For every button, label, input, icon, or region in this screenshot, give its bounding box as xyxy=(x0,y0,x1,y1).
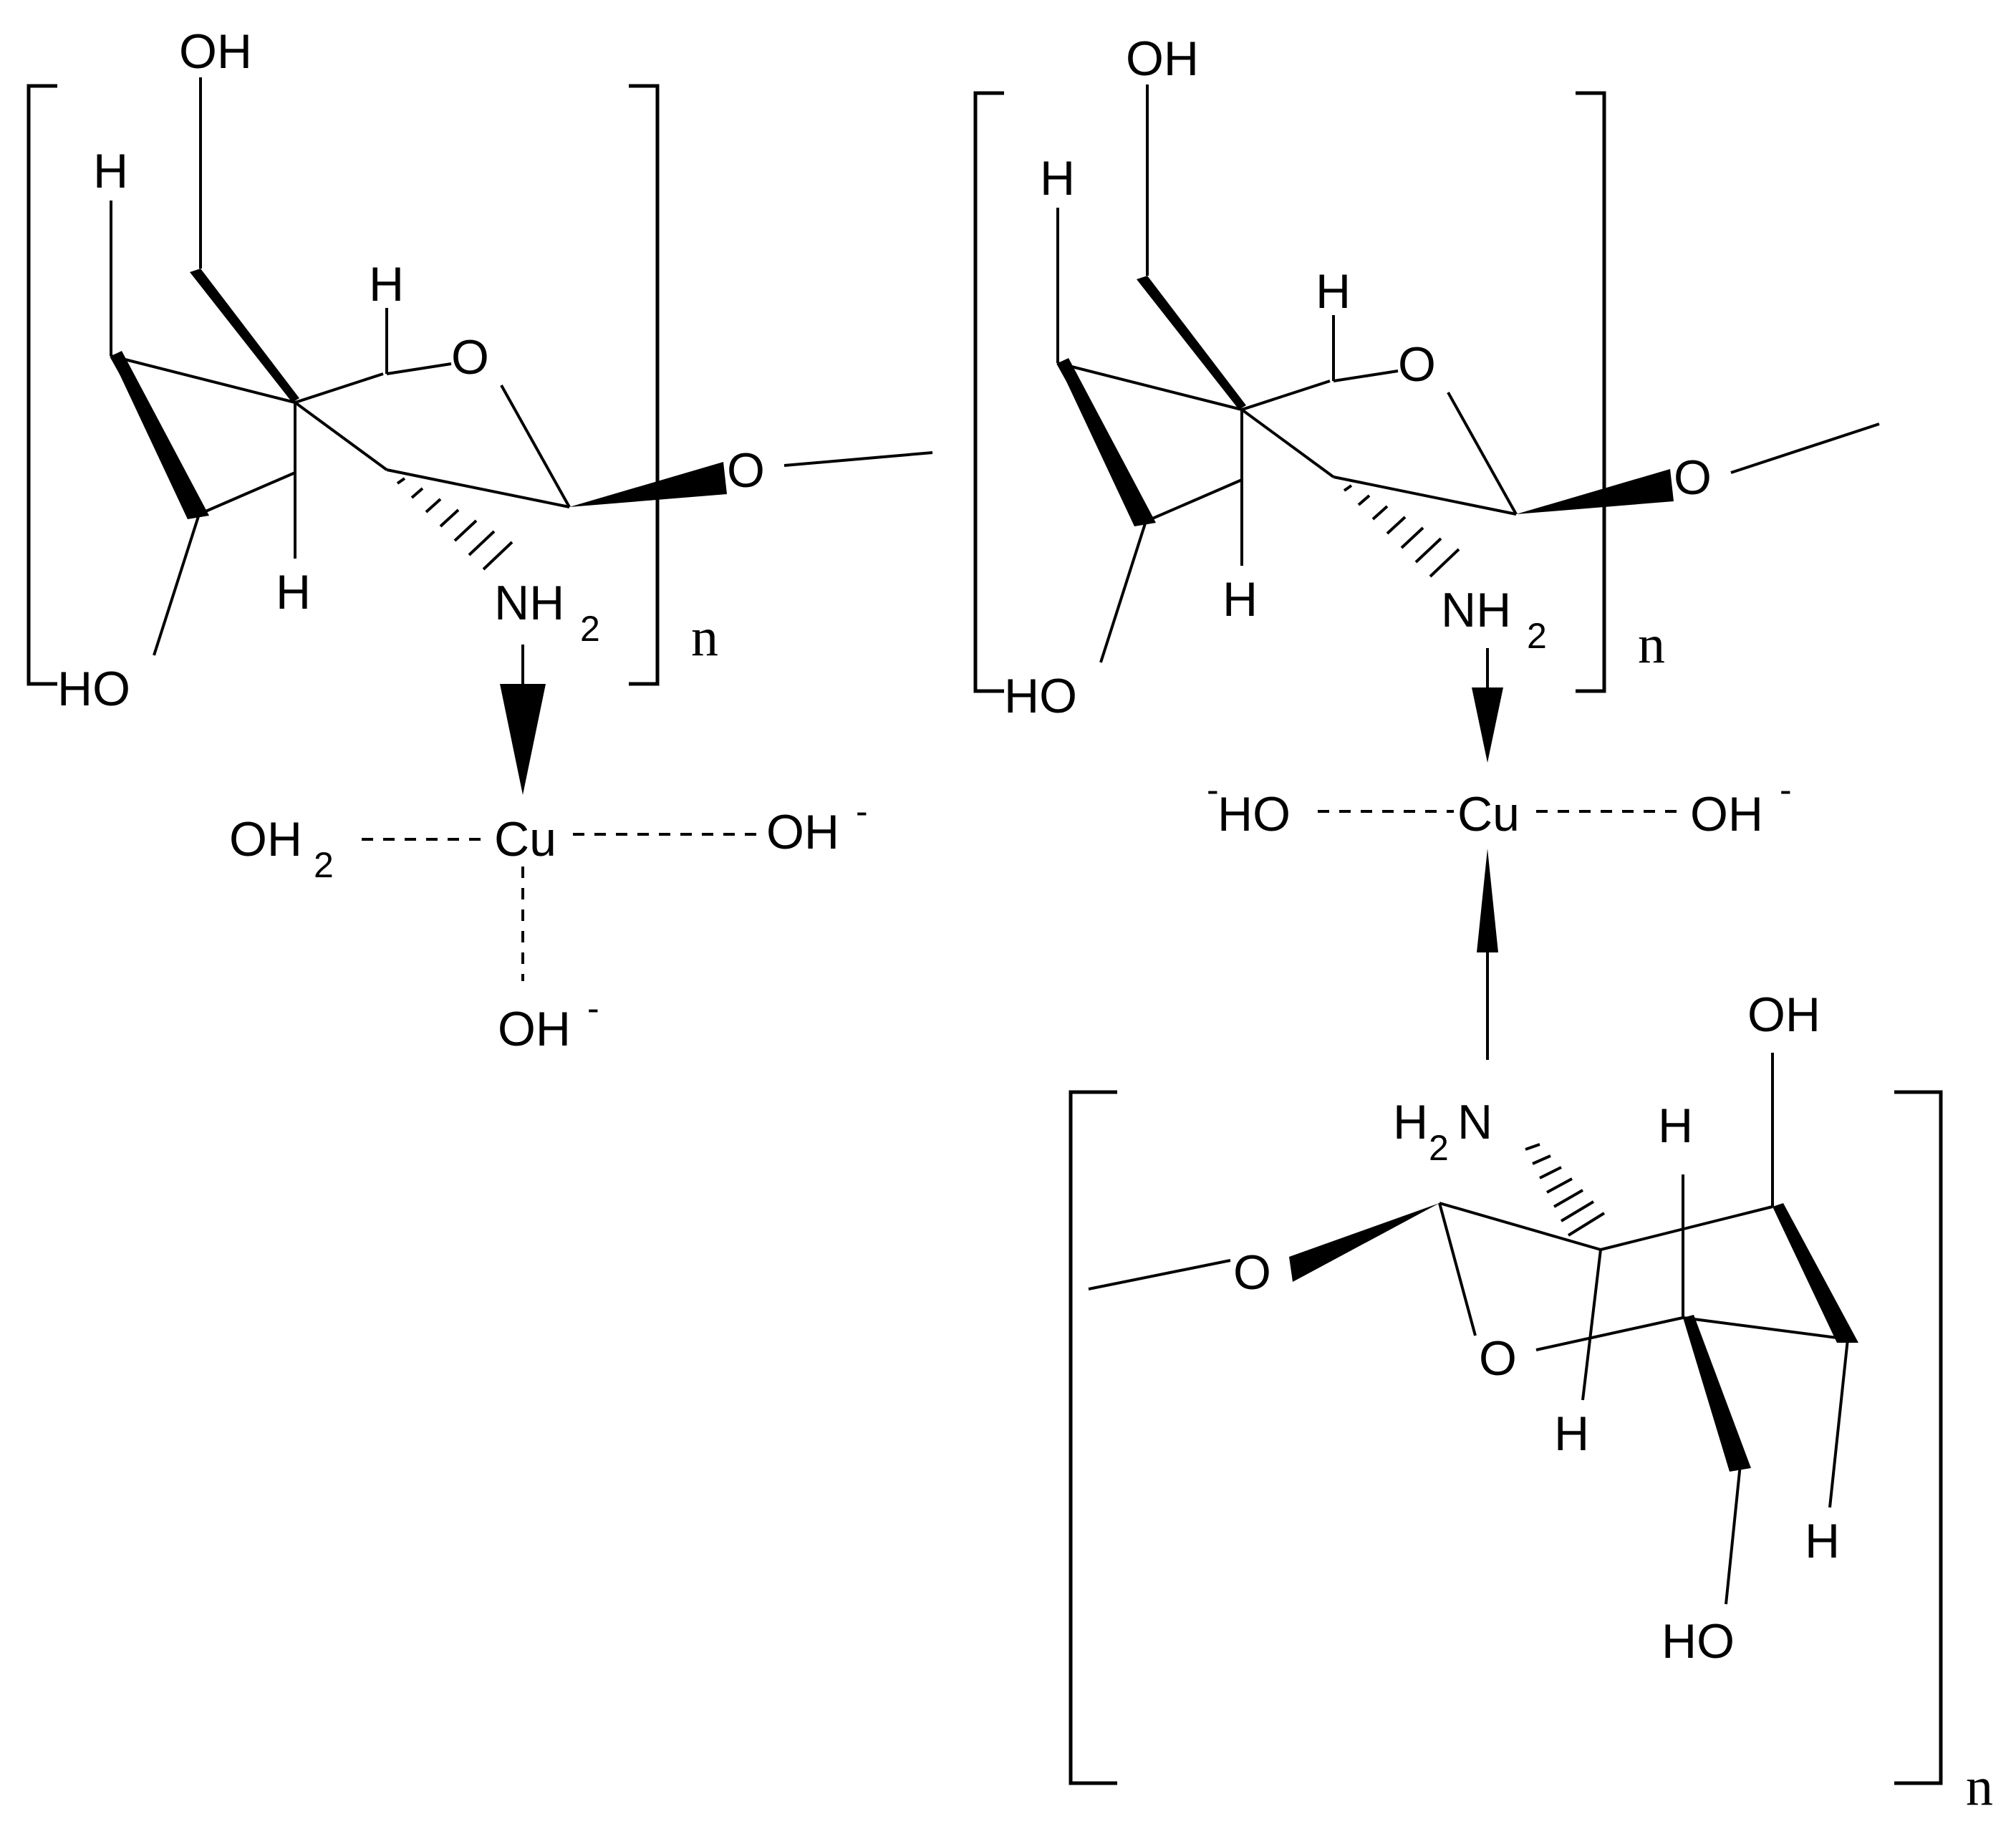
right-ho-left-label: HO xyxy=(1217,787,1291,841)
right-upper-ho-label: HO xyxy=(1004,669,1077,723)
left-bond-c1-c2 xyxy=(386,468,570,508)
right-lower-h-right-label: H xyxy=(1805,1514,1840,1568)
right-upper-h-upper-label: H xyxy=(1316,264,1351,319)
left-wedge-c1-o xyxy=(569,462,727,507)
right-lower-h2n-label: H xyxy=(1393,1095,1428,1149)
right-upper-bond-c2-c3 xyxy=(1145,478,1243,523)
left-oh-bottom-label: OH xyxy=(498,1002,571,1056)
left-ring-o-label: O xyxy=(451,330,489,385)
right-lower-bond-o-c5 xyxy=(1535,1316,1684,1351)
left-wedge-ch2 xyxy=(190,269,299,402)
left-bracket-close xyxy=(629,84,660,686)
right-oh-right-minus: - xyxy=(1780,770,1792,810)
right-upper-bond-c1-c2 xyxy=(1333,476,1517,516)
right-upper-wedge-c3 xyxy=(1058,358,1156,526)
right-lower-wedge-ch2 xyxy=(1683,1315,1751,1472)
right-upper-h-left-label: H xyxy=(1040,151,1075,206)
left-oh-bottom-minus: - xyxy=(587,988,599,1028)
right-upper-nh2-label: NH xyxy=(1441,583,1511,637)
left-wedge-c3 xyxy=(111,351,209,519)
right-lower-ho-label: HO xyxy=(1661,1614,1735,1669)
right-lower-bond-link xyxy=(1088,1259,1231,1290)
right-lower-bond-c5-c4 xyxy=(1682,1316,1848,1341)
right-upper-oh-top-label: OH xyxy=(1126,32,1199,86)
left-h-upper-label: H xyxy=(369,257,404,312)
left-monomer: n OH H H O O xyxy=(26,24,933,716)
right-lower-h-lower-label: H xyxy=(1554,1406,1589,1461)
right-lower-bond-c4-h xyxy=(1828,1338,1849,1508)
left-h-left-label: H xyxy=(93,144,128,198)
left-bond-o-link xyxy=(783,451,933,467)
right-upper-bond-c4-o xyxy=(1333,370,1399,382)
right-upper-monomer: n OH H H O O H NH 2 H xyxy=(973,32,1880,723)
right-upper-bond-o-c1 xyxy=(1447,392,1518,515)
right-upper-bond-c4-c3 xyxy=(1240,408,1335,478)
right-upper-nh2-sub: 2 xyxy=(1527,616,1547,656)
left-bond-c4-c3 xyxy=(294,401,388,471)
right-lower-h-upper-label: H xyxy=(1658,1099,1693,1153)
left-bond-ho xyxy=(153,513,201,656)
right-lower-bond-ch2-oh xyxy=(1725,1464,1742,1605)
right-lower-ring-o-label: O xyxy=(1479,1331,1517,1386)
right-coord-arrowhead-bottom xyxy=(1477,849,1498,952)
right-lower-wedge-c3 xyxy=(1773,1203,1858,1343)
right-upper-bond-o-link xyxy=(1730,423,1880,474)
left-nh2-sub: 2 xyxy=(580,609,600,649)
right-upper-bond-ho xyxy=(1099,521,1147,663)
left-oh-right-label: OH xyxy=(766,805,839,859)
right-lower-hash-bond xyxy=(1525,1143,1606,1237)
right-lower-monomer: n OH H 2 N H O O H H HO xyxy=(1069,988,1993,1817)
right-upper-wedge-ch2 xyxy=(1137,276,1246,410)
right-ho-left-minus: - xyxy=(1207,770,1219,810)
left-oh-top-label: OH xyxy=(179,24,252,79)
right-lower-bracket-open xyxy=(1069,1090,1117,1785)
right-cu-label: Cu xyxy=(1457,787,1520,841)
right-lower-link-o-label: O xyxy=(1233,1245,1271,1300)
right-lower-bond-c2-c3 xyxy=(1600,1205,1773,1251)
right-lower-bond-c1-o xyxy=(1438,1202,1477,1336)
left-bracket-open xyxy=(26,84,57,686)
right-lower-bond-c1-c2 xyxy=(1439,1202,1601,1251)
left-nh2-label: NH xyxy=(494,576,564,630)
left-hash-bond xyxy=(396,477,513,571)
right-lower-oh-top-label: OH xyxy=(1747,988,1820,1042)
right-copper-complex: Cu - HO OH - xyxy=(1207,648,1792,1060)
right-coord-arrowhead-top xyxy=(1472,687,1503,763)
right-lower-h2n-sub: 2 xyxy=(1429,1128,1449,1168)
right-lower-bond-c2-h xyxy=(1581,1249,1602,1401)
left-bond-c2-c3 xyxy=(198,471,296,516)
left-copper-complex: Cu OH 2 OH - OH - xyxy=(229,645,868,1056)
right-upper-bracket-close xyxy=(1576,91,1606,693)
right-upper-repeat-n: n xyxy=(1638,614,1665,675)
right-oh-right-label: OH xyxy=(1690,787,1763,841)
right-upper-link-o-label: O xyxy=(1674,450,1712,505)
right-lower-wedge-o-c1 xyxy=(1289,1203,1439,1282)
right-upper-hash-bond xyxy=(1343,484,1460,578)
right-lower-bracket-close xyxy=(1894,1090,1943,1785)
left-cu-label: Cu xyxy=(494,812,556,867)
right-upper-h-lower-label: H xyxy=(1222,572,1258,627)
left-link-o-label: O xyxy=(727,443,765,498)
right-upper-ring-bonds xyxy=(1057,362,1331,412)
right-upper-wedge-c1-o xyxy=(1516,469,1674,514)
left-ring-bonds xyxy=(110,354,384,405)
right-upper-bracket-open xyxy=(973,91,1004,693)
right-upper-ring-o-label: O xyxy=(1398,337,1436,392)
left-bond-o-c1 xyxy=(500,385,571,508)
left-oh-right-minus: - xyxy=(856,791,868,831)
left-oh2-sub: 2 xyxy=(314,845,334,885)
left-oh2-label: OH xyxy=(229,812,302,867)
left-coord-arrowhead xyxy=(500,684,546,795)
left-bond-c4-o xyxy=(386,362,452,375)
left-repeat-n: n xyxy=(691,607,718,667)
right-lower-repeat-n: n xyxy=(1966,1757,1993,1817)
left-h-lower-label: H xyxy=(276,565,311,619)
right-lower-h2n-n: N xyxy=(1457,1095,1492,1149)
left-ho-label: HO xyxy=(57,662,130,716)
